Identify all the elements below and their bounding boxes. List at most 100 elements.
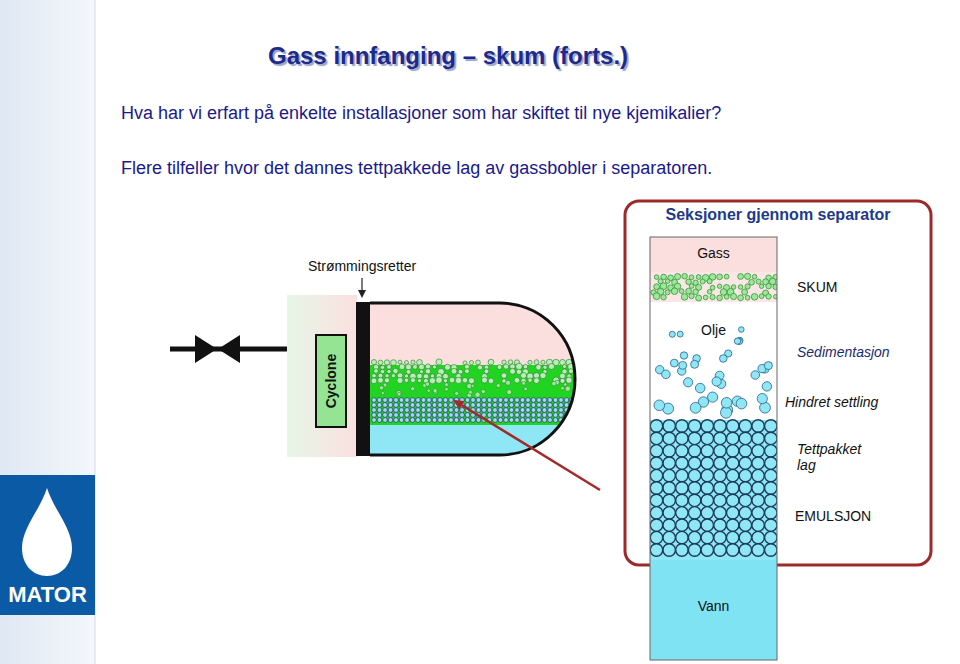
vessel-packed-bubble [427, 418, 432, 423]
vessel-packed-bubble [427, 408, 432, 413]
packed-bubble [727, 469, 739, 481]
flow-arrow [361, 278, 362, 296]
vessel-packed-bubble [537, 408, 542, 413]
foam-bubble [717, 284, 721, 288]
vessel-packed-bubble [460, 408, 465, 413]
oil-bubble [662, 370, 671, 379]
vessel-packed-bubble [427, 403, 432, 408]
vessel-oil-bubble [552, 381, 557, 386]
vessel-packed-bubble [383, 418, 388, 423]
foam-bubble [738, 295, 744, 301]
vessel-packed-bubble [388, 413, 393, 418]
vessel-packed-bubble [372, 418, 377, 423]
gas-band: Gass [650, 238, 777, 268]
oil-bubble [712, 377, 721, 386]
gas-band [650, 237, 777, 272]
vessel-contents [370, 303, 580, 455]
vessel-packed-bubble [449, 398, 454, 403]
foam-bubble [738, 285, 743, 290]
vessel-foam-bubble [503, 364, 508, 369]
vessel-packed-bubble [520, 408, 525, 413]
vessel-packed-bubble [482, 398, 487, 403]
vessel-packed-bubble [443, 403, 448, 408]
packed-bubble [752, 531, 764, 543]
vessel-packed-bubble [449, 403, 454, 408]
vessel-foam-bubble [560, 378, 565, 383]
vessel-packed-bubble [548, 408, 553, 413]
vessel-packed-bubble [443, 398, 448, 403]
vessel-packed-bubble [487, 403, 492, 408]
vessel-packed-bubble [526, 408, 531, 413]
vessel-foam-bubble [425, 369, 430, 374]
packed-bubble [739, 469, 751, 481]
vessel-packed-bubble [394, 413, 399, 418]
packed-bubble [650, 519, 662, 531]
foam-bubble [693, 289, 699, 295]
vessel-packed-bubble [416, 398, 421, 403]
vessel-packed-bubble [416, 408, 421, 413]
cyclone-label-text: Cyclone [323, 354, 339, 408]
vessel-packed-bubble [553, 418, 558, 423]
packed-bubble [650, 544, 662, 556]
packed-bubble [650, 482, 662, 494]
water-band-text: Vann [698, 598, 730, 614]
foam-bubble [710, 295, 715, 300]
vessel-packed-bubble [504, 408, 509, 413]
vessel-packed-bubble [443, 413, 448, 418]
packed-bubble [765, 507, 777, 519]
foam-bubble [665, 290, 670, 295]
vessel-packed-bubble [432, 418, 437, 423]
packed-bubble [739, 531, 751, 543]
packed-bubble [676, 432, 688, 444]
vessel-oil-bubble [433, 389, 437, 393]
vessel-foam-bubble [484, 369, 489, 374]
packed-bubble [752, 507, 764, 519]
packed-bubble [676, 494, 688, 506]
foam-bubble [653, 293, 660, 300]
vessel-foam-bubble [411, 378, 416, 383]
packed-bubble [688, 519, 700, 531]
packed-bubble [688, 544, 700, 556]
vessel-packed-bubble [542, 398, 547, 403]
vessel-packed-bubble [520, 418, 525, 423]
vessel-foam-bubble [449, 377, 455, 383]
packed-bubble [714, 531, 726, 543]
packed-bubble [663, 507, 675, 519]
vessel-gas [370, 303, 580, 365]
packed-bubble [714, 494, 726, 506]
vessel-packed-bubble [526, 413, 531, 418]
vessel-foam-bubble [462, 378, 467, 383]
vessel-packed-bubble [537, 413, 542, 418]
foam-bubble [696, 295, 702, 301]
vessel-foam-bubble [406, 364, 412, 370]
vessel-foam-bubble [387, 365, 392, 370]
vessel-packed-bubble [476, 408, 481, 413]
foam-bubble [752, 274, 757, 279]
vessel-packed-bubble [482, 403, 487, 408]
cyclone-section [287, 295, 357, 457]
vessel-packed-bubble [564, 403, 569, 408]
vessel-packed-bubble [405, 418, 410, 423]
foam-bubble [751, 294, 758, 301]
vessel-foam-bubble [411, 360, 415, 364]
vessel-packed-bubble [421, 418, 426, 423]
foam-bubble [738, 274, 744, 280]
packed-bubble [765, 494, 777, 506]
oil-bubble [720, 355, 728, 363]
vessel-packed-bubble [460, 413, 465, 418]
packed-bubble [688, 507, 700, 519]
packed-bubble [714, 482, 726, 494]
vessel-packed-bubble [504, 418, 509, 423]
packed-bubble [739, 420, 751, 432]
vessel-packed-bubble [383, 408, 388, 413]
packed-bubble [765, 420, 777, 432]
vessel-foam-bubble [419, 364, 425, 370]
vessel-packed-bubble [493, 413, 498, 418]
vessel-oil-bubble [561, 386, 565, 390]
foam-bubble [682, 273, 688, 279]
packed-bubble [714, 432, 726, 444]
packed-bubble [714, 420, 726, 432]
vessel-packed-bubble [493, 398, 498, 403]
vessel-foam-bubble [372, 374, 376, 378]
oil-bubble [721, 398, 732, 409]
